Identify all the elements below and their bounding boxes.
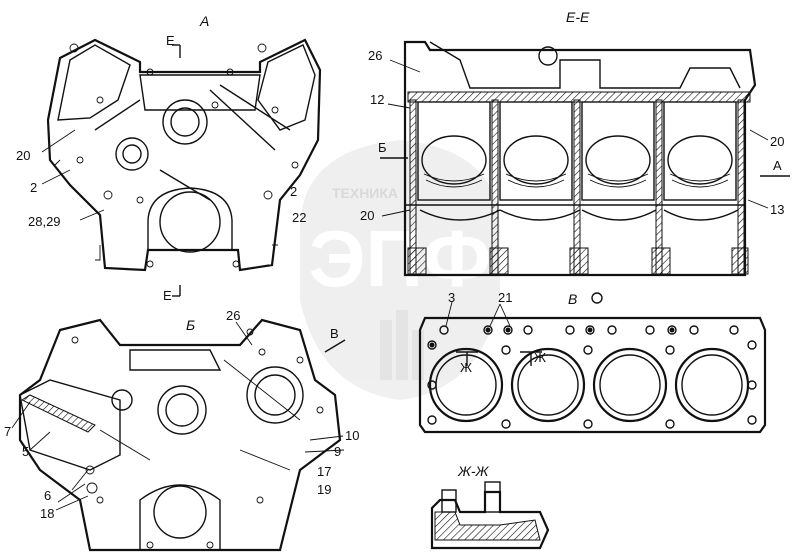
- callout-b-9: 9: [334, 444, 341, 459]
- callout-ee-12: 12: [370, 92, 384, 107]
- section-mark-b-arrow: Б: [378, 140, 387, 155]
- callout-a-2-left: 2: [30, 180, 37, 195]
- callout-b-26: 26: [226, 308, 240, 323]
- view-v-bores: [428, 347, 750, 423]
- section-ee-studs: [409, 99, 745, 276]
- callout-a-22: 22: [292, 210, 306, 225]
- callout-ee-26: 26: [368, 48, 382, 63]
- watermark-brand: ТЕХНИКА: [332, 185, 398, 201]
- callout-ee-20-left: 20: [360, 208, 374, 223]
- view-b-leaders: [11, 321, 345, 511]
- section-ee-leaders: [381, 59, 769, 217]
- section-ee-drawing: [380, 40, 790, 277]
- view-v-title: В: [568, 291, 577, 307]
- view-v-drawing: [418, 292, 767, 434]
- section-mark-zh2: Ж: [534, 350, 546, 365]
- watermark-logo: ЭПФ: [309, 214, 492, 303]
- view-v-filled-holes: [429, 327, 675, 348]
- section-mark-e-top: Е: [166, 33, 175, 48]
- view-a-leaders: [41, 129, 105, 221]
- section-zhzh-title: Ж-Ж: [457, 463, 490, 479]
- view-b-title: Б: [186, 317, 195, 333]
- section-ee-cylinders: [417, 101, 737, 201]
- section-mark-e-bottom: Е: [163, 288, 172, 303]
- callout-b-7: 7: [4, 424, 11, 439]
- callout-b-19: 19: [317, 482, 331, 497]
- view-b-drawing: [18, 318, 346, 552]
- callout-b-6: 6: [44, 488, 51, 503]
- callout-b-5: 5: [22, 444, 29, 459]
- callout-a-2-right: 2: [290, 184, 297, 199]
- section-ee-title: Е-Е: [566, 9, 590, 25]
- callout-b-10: 10: [345, 428, 359, 443]
- callout-v-3: 3: [448, 290, 455, 305]
- view-v-holes: [427, 325, 757, 429]
- callout-v-21: 21: [498, 290, 512, 305]
- callout-ee-20-right: 20: [770, 134, 784, 149]
- view-a-title: А: [199, 13, 209, 29]
- callout-b-18: 18: [40, 506, 54, 521]
- view-v-leaders: [445, 301, 511, 327]
- section-mark-zh1: Ж: [460, 360, 472, 375]
- callout-a-28-29: 28,29: [28, 214, 61, 229]
- section-mark-v-arrow: В: [330, 326, 339, 341]
- callout-b-17: 17: [317, 464, 331, 479]
- callout-ee-13: 13: [770, 202, 784, 217]
- callout-a-20: 20: [16, 148, 30, 163]
- view-a-drawing: [46, 38, 322, 297]
- section-mark-a-arrow: А: [773, 158, 782, 173]
- section-zhzh-drawing: [430, 481, 550, 550]
